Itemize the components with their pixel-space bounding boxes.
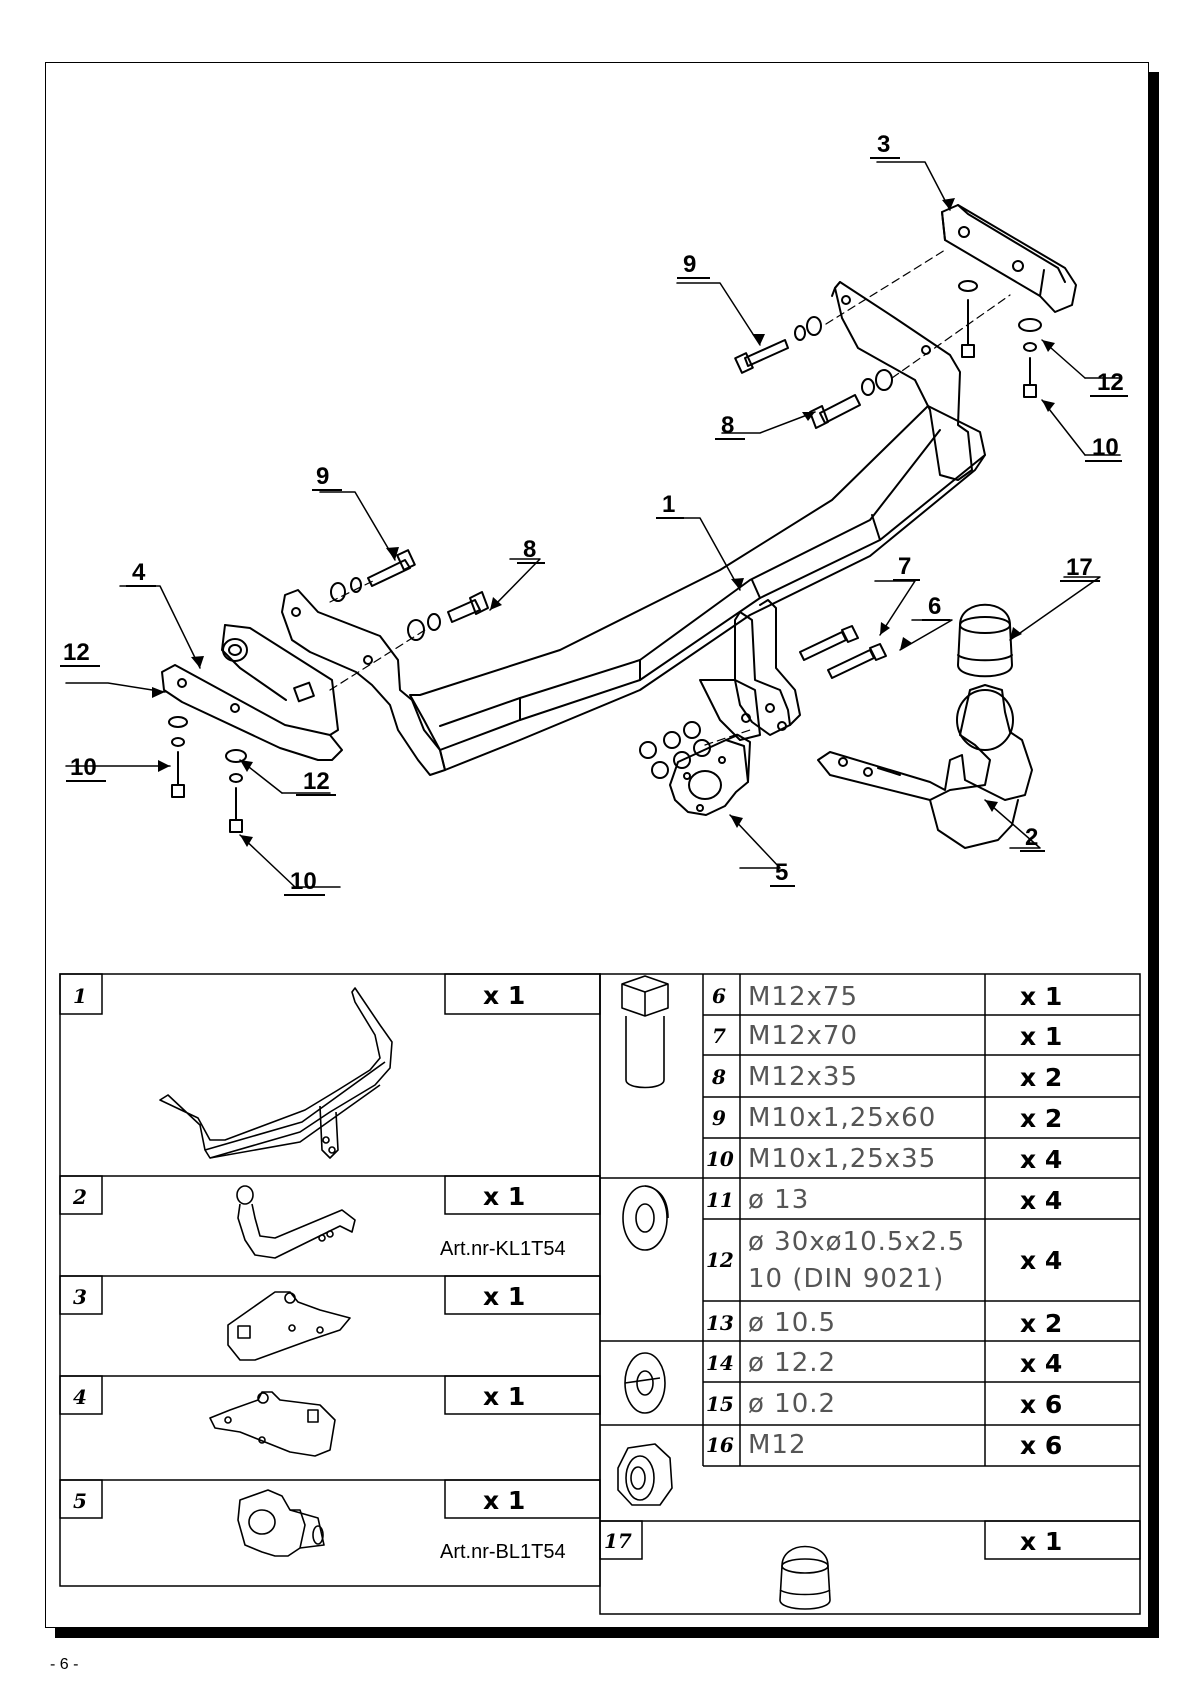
parts-table <box>59 973 1141 1615</box>
part-qty-7: x 1 <box>1020 1022 1062 1051</box>
part-qty-14: x 4 <box>1020 1349 1062 1378</box>
left-table-text: 1 x 1 2 x 1 Art.nr-KL1T54 3 x 1 4 x 1 5 … <box>72 981 566 1563</box>
thumb-bracket-3 <box>227 1291 351 1361</box>
part-spec-13: ø 10.5 <box>748 1308 836 1338</box>
bolt-m10-upper-left <box>330 549 416 602</box>
callout-labels: 3 9 12 10 8 9 8 1 4 7 6 17 12 10 12 2 5 … <box>60 131 1128 896</box>
thumb-nut <box>617 1443 673 1506</box>
part-spec-10: M10x1,25x35 <box>748 1144 936 1174</box>
part-num-16: 16 <box>706 1433 734 1457</box>
callout-5: 5 <box>775 859 788 886</box>
part-num-1: 1 <box>73 984 87 1008</box>
part-num-12: 12 <box>706 1248 734 1272</box>
part-spec-9: M10x1,25x60 <box>748 1103 936 1133</box>
callout-10-right: 10 <box>1092 434 1119 461</box>
callout-6: 6 <box>928 593 941 620</box>
thumb-socket-plate <box>237 1489 325 1557</box>
bracket-part-4 <box>161 624 343 761</box>
part-art-5: Art.nr-BL1T54 <box>440 1541 566 1563</box>
part-qty-5: x 1 <box>483 1486 525 1515</box>
bolt-m10-upper-right <box>734 316 822 374</box>
callout-17: 17 <box>1066 554 1093 581</box>
bolts-vertical-left <box>168 716 247 833</box>
part-spec-12: ø 30xø10.5x2.5 <box>748 1227 965 1257</box>
part-spec-15: ø 10.2 <box>748 1389 836 1419</box>
bracket-part-3 <box>941 204 1077 313</box>
part-qty-16: x 6 <box>1020 1431 1062 1460</box>
thumb-bracket-4 <box>209 1391 336 1457</box>
part-num-3: 3 <box>73 1285 87 1309</box>
towball-part-2 <box>817 684 1033 849</box>
callout-7: 7 <box>898 553 911 580</box>
part-num-4: 4 <box>73 1385 87 1409</box>
callout-12-left-bottom: 12 <box>303 768 330 795</box>
thumb-cap <box>779 1545 831 1610</box>
part-num-17: 17 <box>604 1529 632 1553</box>
part-spec-16: M12 <box>748 1430 807 1460</box>
part-qty-17: x 1 <box>1020 1527 1062 1556</box>
callout-2: 2 <box>1025 824 1038 851</box>
right-table-text: 6 M12x75 x 1 7 M12x70 x 1 8 M12x35 x 2 9… <box>604 982 1062 1556</box>
part-qty-8: x 2 <box>1020 1063 1062 1092</box>
thumb-towball <box>236 1185 356 1259</box>
part-qty-9: x 2 <box>1020 1104 1062 1133</box>
part-spec-8: M12x35 <box>748 1062 858 1092</box>
cap-part-17-exploded <box>957 603 1013 678</box>
part-num-10: 10 <box>706 1147 734 1171</box>
part-num-14: 14 <box>706 1351 734 1375</box>
bolts-vertical-right <box>958 280 1042 398</box>
part-qty-3: x 1 <box>483 1282 525 1311</box>
callout-12-left-top: 12 <box>63 639 90 666</box>
callout-8-right: 8 <box>721 412 734 439</box>
callout-1: 1 <box>662 491 675 518</box>
part-spec-11: ø 13 <box>748 1185 809 1215</box>
part-num-6: 6 <box>712 984 726 1008</box>
part-qty-6: x 1 <box>1020 982 1062 1011</box>
part-num-9: 9 <box>712 1106 726 1130</box>
part-qty-15: x 6 <box>1020 1390 1062 1419</box>
part-qty-10: x 4 <box>1020 1145 1062 1174</box>
part-spec-7: M12x70 <box>748 1021 858 1051</box>
socket-plate-part-5 <box>669 734 751 816</box>
part-num-7: 7 <box>712 1024 726 1048</box>
part-spec-12-din: 10 (DIN 9021) <box>748 1264 944 1294</box>
part-spec-14: ø 12.2 <box>748 1348 836 1378</box>
callout-4: 4 <box>132 559 146 586</box>
bolt-m12-upper-right <box>809 369 893 429</box>
callout-12-right: 12 <box>1097 369 1124 396</box>
callout-arrowheads <box>152 198 1055 847</box>
part-spec-6: M12x75 <box>748 982 858 1012</box>
nuts-washers-center <box>639 721 711 779</box>
thumb-spring-washer <box>624 1352 666 1414</box>
bolts-center-6-7 <box>799 625 887 679</box>
assembly-dash-lines <box>329 249 1011 746</box>
callout-9-left: 9 <box>316 463 329 490</box>
thumb-crossbar <box>159 987 393 1159</box>
part-qty-12: x 4 <box>1020 1246 1062 1275</box>
part-qty-13: x 2 <box>1020 1309 1062 1338</box>
part-num-13: 13 <box>706 1311 734 1335</box>
crossbar-part-1 <box>281 281 986 776</box>
part-num-5: 5 <box>73 1489 87 1513</box>
part-qty-4: x 1 <box>483 1382 525 1411</box>
page-frame <box>45 62 1149 1628</box>
callout-9-right: 9 <box>683 251 696 278</box>
thumb-washer-flat <box>622 1185 669 1251</box>
thumb-bolt <box>621 975 669 1089</box>
callout-10-left-bottom: 10 <box>290 868 317 895</box>
callout-10-left-top: 10 <box>70 754 97 781</box>
callout-leaders <box>65 161 1121 888</box>
part-num-2: 2 <box>72 1185 87 1209</box>
page-number: - 6 - <box>50 1656 79 1673</box>
part-num-8: 8 <box>711 1065 726 1089</box>
part-qty-1: x 1 <box>483 981 525 1010</box>
part-art-2: Art.nr-KL1T54 <box>440 1238 566 1260</box>
callout-3: 3 <box>877 131 890 158</box>
part-num-15: 15 <box>706 1392 734 1416</box>
callout-8-left: 8 <box>523 536 536 563</box>
part-num-11: 11 <box>706 1188 734 1212</box>
part-qty-2: x 1 <box>483 1182 525 1211</box>
part-qty-11: x 4 <box>1020 1186 1062 1215</box>
